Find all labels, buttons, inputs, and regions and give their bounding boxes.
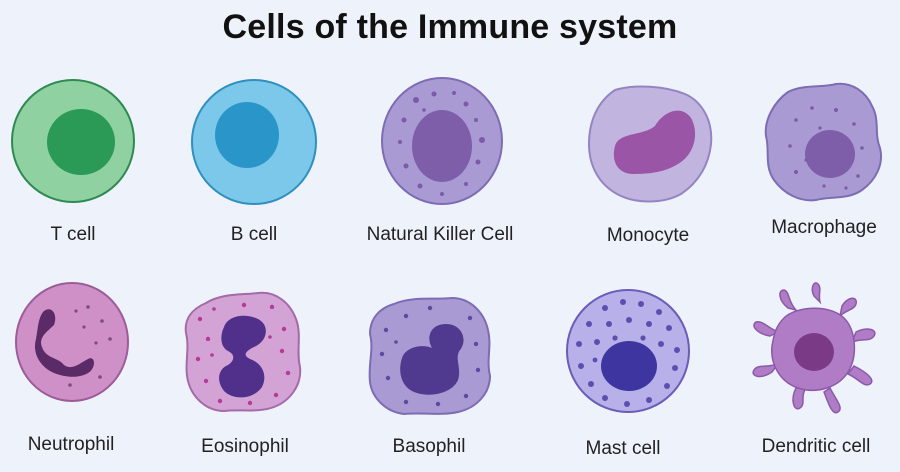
dendritic-cell-label: Dendritic cell <box>761 436 871 457</box>
page-title: Cells of the Immune system <box>222 8 678 46</box>
natural-killer-cell-illustration <box>380 76 504 206</box>
t-cell-illustration <box>10 78 136 204</box>
t-cell-label: T cell <box>50 224 96 245</box>
dendritic-cell-illustration <box>744 276 884 422</box>
mast-cell-label: Mast cell <box>585 438 661 459</box>
monocyte-label: Monocyte <box>606 225 690 246</box>
b-cell-label: B cell <box>230 224 278 245</box>
monocyte-illustration <box>585 82 715 206</box>
eosinophil-illustration <box>184 289 302 415</box>
b-cell-illustration <box>190 78 318 206</box>
macrophage-label: Macrophage <box>771 217 877 238</box>
mast-cell-illustration <box>565 288 691 414</box>
basophil-illustration <box>366 294 494 418</box>
neutrophil-illustration <box>14 281 130 403</box>
macrophage-illustration <box>762 80 884 204</box>
neutrophil-label: Neutrophil <box>27 434 115 455</box>
basophil-label: Basophil <box>392 436 466 457</box>
natural-killer-cell-label: Natural Killer Cell <box>366 224 514 245</box>
eosinophil-label: Eosinophil <box>201 436 289 457</box>
